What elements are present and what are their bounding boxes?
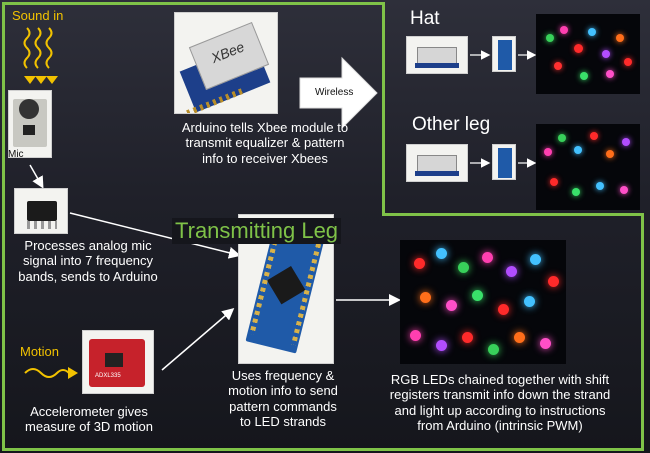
eq-chip-pins <box>27 221 57 229</box>
frame-inner-horizontal <box>382 213 644 216</box>
accel-chip <box>105 353 123 367</box>
led-bulb <box>410 330 421 341</box>
wireless-arrow <box>299 56 378 130</box>
sound-in-label: Sound in <box>12 8 64 23</box>
led-bulb <box>548 276 559 287</box>
eq-chip-body <box>27 201 57 221</box>
led-bulb <box>620 186 628 194</box>
led-bulb <box>606 70 614 78</box>
caption-accelerometer: Accelerometer gives measure of 3D motion <box>25 404 153 435</box>
caption-processes: Processes analog mic signal into 7 frequ… <box>18 238 158 284</box>
frame-bottom <box>2 448 644 451</box>
arduino-chip <box>266 265 306 305</box>
frame-right <box>641 214 644 451</box>
led-bulb <box>446 300 457 311</box>
motion-wave-icon <box>24 367 78 379</box>
led-bulb <box>420 292 431 303</box>
arrow-mic-to-chip <box>29 164 44 189</box>
xbee-arduino-image: XBee <box>174 12 278 114</box>
sound-wave-icon <box>23 27 53 69</box>
mic-board-image <box>8 90 52 158</box>
motion-label: Motion <box>20 344 60 359</box>
led-bulb <box>558 134 566 142</box>
arduino-board <box>245 226 325 354</box>
led-bulb <box>530 254 541 265</box>
led-bulb <box>606 150 614 158</box>
led-bulb <box>514 332 525 343</box>
caption-uses-frequency: Uses frequency & motion info to send pat… <box>228 368 338 429</box>
leg-arduino-image <box>492 144 516 180</box>
accel-chip-label: ADXL335 <box>95 373 121 379</box>
led-bulb <box>624 58 632 66</box>
led-bulb <box>506 266 517 277</box>
led-bulb <box>414 258 425 269</box>
hat-led-strand-image <box>536 14 640 94</box>
led-bulb <box>596 182 604 190</box>
led-bulb <box>616 34 624 42</box>
led-bulb <box>590 132 598 140</box>
led-bulb <box>588 28 596 36</box>
arrow-accel-to-arduino <box>161 308 235 371</box>
led-bulb <box>458 262 469 273</box>
eq-chip-image <box>14 188 68 234</box>
led-bulb <box>524 296 535 307</box>
led-bulb <box>574 44 583 53</box>
hat-arduino-image <box>492 36 516 72</box>
frame-inner-vertical <box>382 2 385 216</box>
led-bulb <box>482 252 493 263</box>
rgb-led-strand-image <box>400 240 566 364</box>
wireless-label: Wireless <box>315 87 354 98</box>
arrow-chip-to-arduino <box>69 212 241 259</box>
mic-chip <box>23 125 35 135</box>
led-bulb <box>472 290 483 301</box>
led-bulb <box>572 188 580 196</box>
led-bulb <box>544 148 552 156</box>
mic-capsule <box>19 99 39 119</box>
hat-label: Hat <box>410 8 440 29</box>
hat-xbee-base <box>415 63 459 68</box>
hat-arduino-board <box>498 40 512 70</box>
hat-xbee-image <box>406 36 468 74</box>
led-bulb <box>602 50 610 58</box>
caption-arduino-xbee: Arduino tells Xbee module to transmit eq… <box>181 120 349 166</box>
led-bulb <box>436 340 447 351</box>
frame-left <box>2 2 5 451</box>
xbee-text: XBee <box>208 38 247 67</box>
led-bulb <box>436 248 447 259</box>
leg-arduino-board <box>498 148 512 178</box>
led-bulb <box>540 338 551 349</box>
frame-top <box>4 2 384 5</box>
leg-xbee-base <box>415 171 459 176</box>
led-bulb <box>462 332 473 343</box>
led-bulb <box>546 34 554 42</box>
leg-xbee-image <box>406 144 468 182</box>
other-leg-label: Other leg <box>412 114 491 135</box>
transmitting-leg-title: Transmitting Leg <box>172 218 342 244</box>
accelerometer-image: ADXL335 <box>82 330 154 394</box>
led-bulb <box>574 146 582 154</box>
led-bulb <box>498 304 509 315</box>
caption-rgb-leds: RGB LEDs chained together with shift reg… <box>389 372 611 433</box>
leg-led-strand-image <box>536 124 640 210</box>
led-bulb <box>488 344 499 355</box>
led-bulb <box>550 178 558 186</box>
mic-label: Mic <box>8 149 24 160</box>
led-bulb <box>554 62 562 70</box>
led-bulb <box>560 26 568 34</box>
led-bulb <box>622 138 630 146</box>
led-bulb <box>580 72 588 80</box>
